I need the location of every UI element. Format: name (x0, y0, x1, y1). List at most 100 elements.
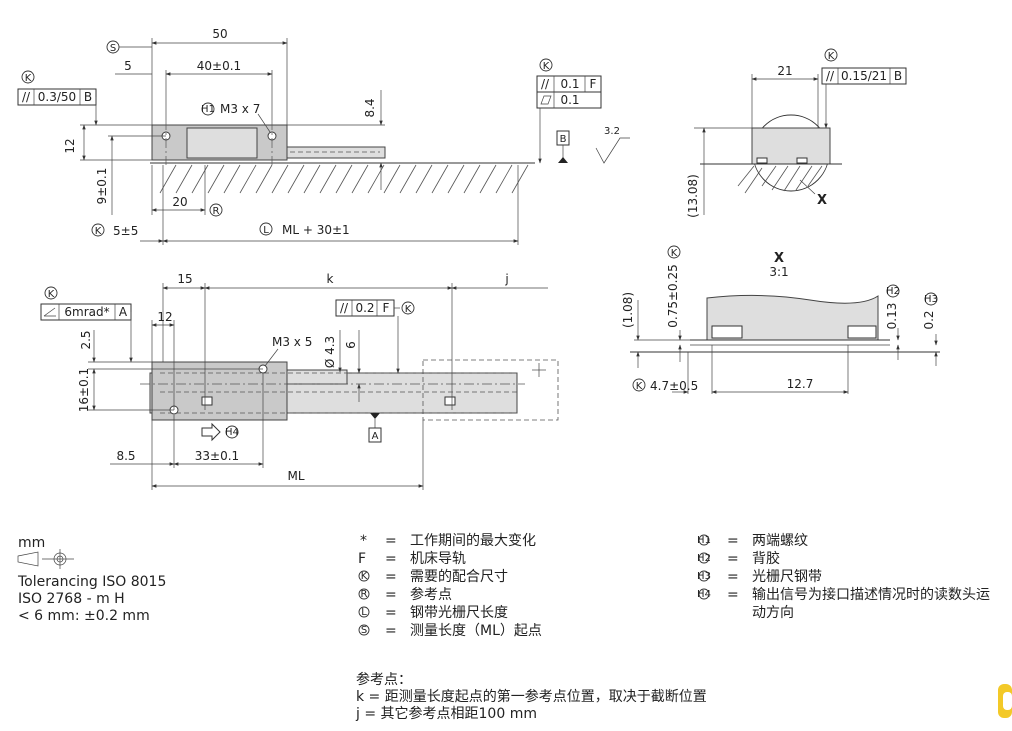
tol-flatness: 0.1 (560, 93, 579, 107)
tol-ref-f: F (590, 77, 597, 91)
section-hatching (737, 165, 823, 194)
symbol-s: S (110, 43, 116, 54)
dim-9: 9±0.1 (95, 168, 109, 205)
plan-view: 15 k j 12 K 6mrad* A 2.5 16±0.1 M3 x 5 Ø… (40, 272, 559, 490)
svg-text:K: K (95, 226, 102, 237)
svg-text:B: B (894, 69, 902, 83)
datum-a: A (372, 431, 379, 442)
dim-12-top: 12 (157, 310, 172, 324)
svg-text:H3: H3 (697, 571, 711, 582)
dim-0-13: 0.13 (885, 303, 899, 330)
svg-text:R: R (361, 589, 368, 600)
svg-text:动方向: 动方向 (752, 605, 794, 621)
symbol-h3: H3 (924, 294, 938, 305)
tol-03-50: 0.3/50 (38, 90, 76, 104)
dim-4-7: 4.7±0.5 (650, 379, 698, 393)
svg-text:=: = (727, 587, 739, 603)
detail-x-view: X 3:1 (1.08) K 0.75±0.25 H2 0.13 H3 0.2 (621, 245, 940, 394)
svg-text:需要的配合尺寸: 需要的配合尺寸 (410, 569, 508, 585)
ref-k-line: k = 距测量长度起点的第一参考点位置，取决于截断位置 (356, 688, 707, 705)
callout-m3x5: M3 x 5 (272, 335, 312, 349)
svg-text:=: = (727, 533, 739, 549)
top-side-view: 50 40±0.1 5 S K // 0.3/50 B 12 9±0.1 (17, 27, 630, 245)
symbol-h2: H2 (886, 286, 900, 297)
svg-text:K: K (361, 571, 368, 582)
dim-16: 16±0.1 (77, 368, 91, 412)
svg-text:H4: H4 (697, 589, 711, 600)
svg-text:测量长度（ML）起点: 测量长度（ML）起点 (410, 623, 542, 639)
dim-2-5: 2.5 (79, 330, 93, 349)
tolerancing-line-1: Tolerancing ISO 8015 (17, 574, 166, 590)
dim-5-5: 5±5 (113, 224, 138, 238)
svg-text:K: K (636, 381, 643, 392)
ref-j-line: j = 其它参考点相距100 mm (355, 705, 537, 722)
dim-ml-30: ML + 30±1 (282, 223, 350, 237)
svg-text:K: K (543, 61, 550, 72)
svg-text://: // (22, 90, 31, 104)
unit-mm: mm (18, 535, 45, 551)
section-view: 21 K // 0.15/21 B (13.08) X (686, 48, 907, 218)
symbol-h4: H4 (225, 427, 239, 438)
svg-text:=: = (727, 569, 739, 585)
svg-text:H1: H1 (697, 535, 711, 546)
dim-0-2: 0.2 (922, 310, 936, 329)
detail-x-title: X (774, 251, 784, 266)
base-hatching (159, 164, 529, 194)
legend-left-sym: * (360, 533, 367, 549)
dim-6: 6 (344, 341, 358, 349)
detail-scale: 3:1 (769, 265, 788, 279)
detail-x-marker: X (817, 193, 827, 208)
tolerancing-line-3: < 6 mm: ±0.2 mm (18, 608, 150, 624)
svg-text://: // (541, 77, 550, 91)
dim-15: 15 (177, 272, 192, 286)
tol-ref-b: B (84, 90, 92, 104)
svg-text://: // (826, 69, 835, 83)
legend-right: H1 = 两端螺纹 H2 = 背胶 H3 = 光栅尺钢带 H4 = 输出信号为接… (697, 533, 990, 621)
tol-6mrad: 6mrad* (64, 305, 109, 319)
svg-text:两端螺纹: 两端螺纹 (752, 533, 808, 549)
svg-text:=: = (385, 551, 397, 567)
dim-20: 20 (172, 195, 187, 209)
svg-text:H2: H2 (697, 553, 711, 564)
tol-015-21: 0.15/21 (841, 69, 887, 83)
svg-text:K: K (48, 289, 55, 300)
dim-1-08: (1.08) (621, 292, 635, 328)
dim-k: k (327, 272, 334, 286)
datum-b: B (560, 134, 567, 145)
svg-text:=: = (727, 551, 739, 567)
dim-8-5: 8.5 (116, 449, 135, 463)
reference-points-note: 参考点： k = 距测量长度起点的第一参考点位置，取决于截断位置 j = 其它参… (355, 671, 707, 722)
dim-5: 5 (124, 59, 132, 73)
tol-0-2: 0.2 (355, 301, 374, 315)
dim-50: 50 (212, 27, 227, 41)
svg-text:S: S (361, 625, 367, 636)
svg-text://: // (340, 301, 349, 315)
svg-text:=: = (385, 623, 397, 639)
svg-text:参考点: 参考点 (410, 586, 452, 603)
svg-text:钢带光栅尺长度: 钢带光栅尺长度 (410, 605, 508, 621)
svg-text:机床导轨: 机床导轨 (410, 551, 466, 567)
svg-text:背胶: 背胶 (752, 550, 780, 567)
dim-8-4: 8.4 (363, 98, 377, 117)
symbol-k: K (25, 73, 32, 84)
dim-21: 21 (777, 64, 792, 78)
symbol-l: L (263, 225, 269, 236)
svg-text:=: = (385, 605, 397, 621)
dim-j: j (504, 272, 508, 286)
dim-40: 40±0.1 (197, 59, 241, 73)
dim-ml: ML (287, 469, 304, 483)
callout-m3x7: M3 x 7 (220, 102, 260, 116)
dim-33: 33±0.1 (195, 449, 239, 463)
corner-badge-icon (998, 684, 1012, 718)
dim-dia-4-3: Ø 4.3 (323, 336, 337, 368)
svg-text:=: = (385, 587, 397, 603)
dim-12-7: 12.7 (787, 377, 814, 391)
svg-text:F: F (358, 551, 366, 567)
svg-text:K: K (405, 304, 412, 315)
svg-text:输出信号为接口描述情况时的读数头运: 输出信号为接口描述情况时的读数头运 (752, 586, 990, 603)
roughness: 3.2 (604, 126, 620, 137)
svg-text:K: K (828, 51, 835, 62)
svg-text:=: = (385, 569, 397, 585)
svg-text:A: A (119, 305, 128, 319)
